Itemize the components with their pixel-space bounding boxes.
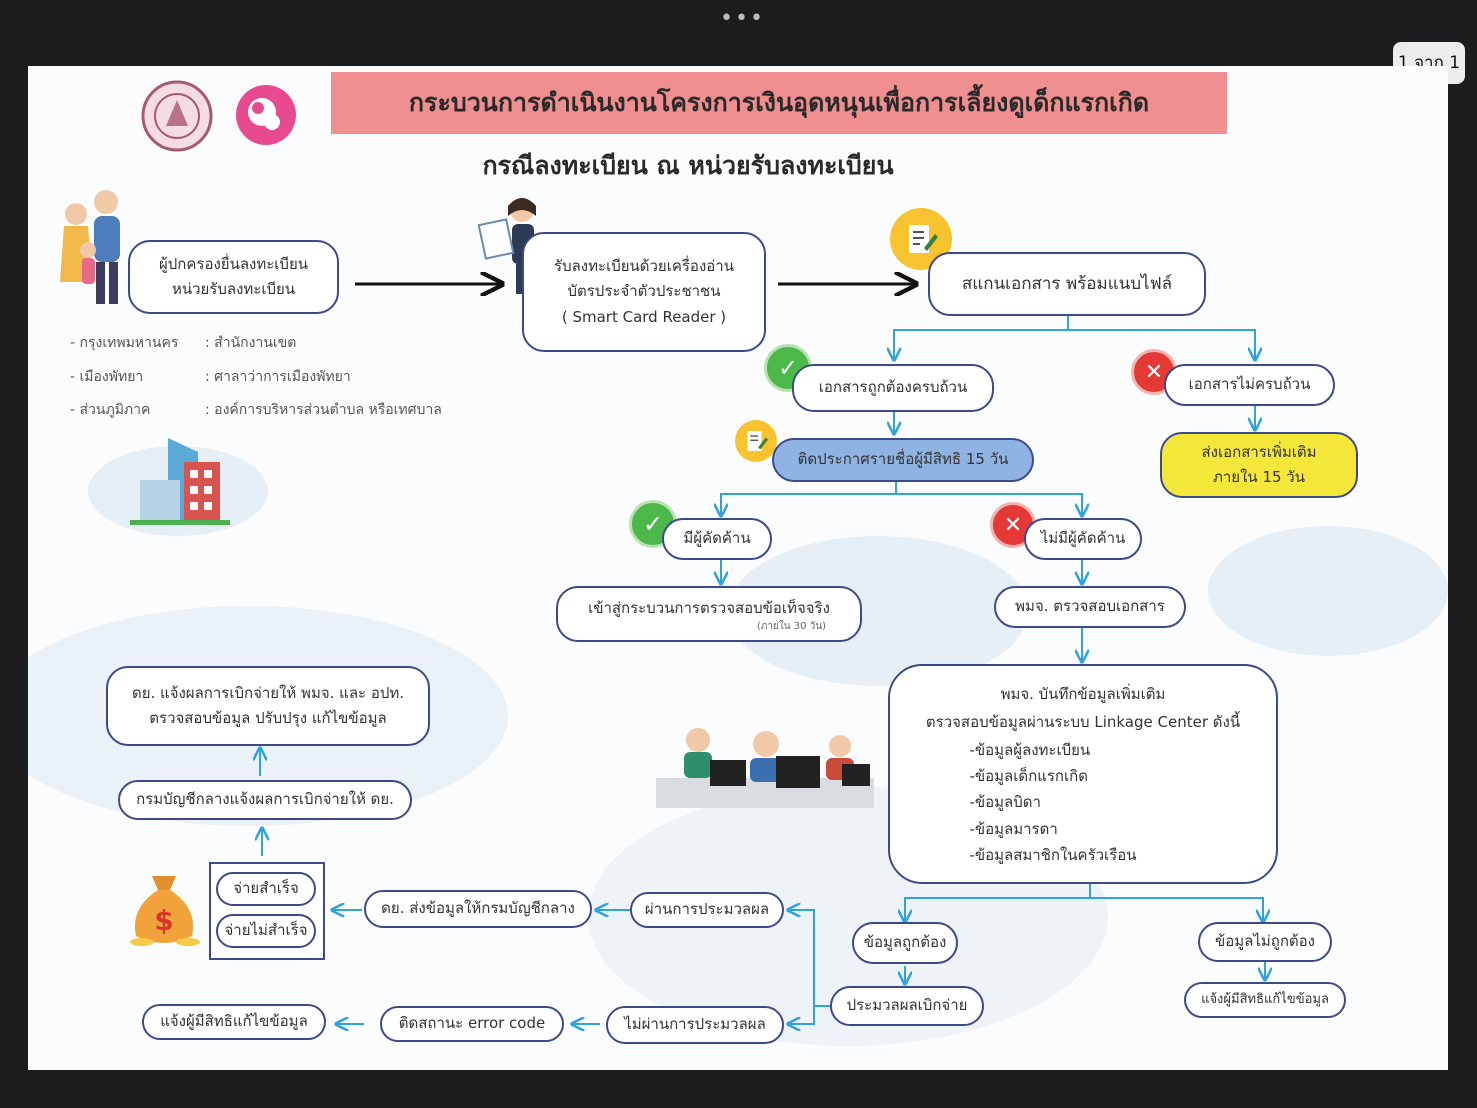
- building-icon: [130, 438, 230, 525]
- step-text: ติดประกาศรายชื่อผู้มีสิทธิ 15 วัน: [797, 450, 1009, 469]
- step-pay-success: จ่ายสำเร็จ: [216, 872, 316, 906]
- step-dy-report: ดย. แจ้งผลการเบิกจ่ายให้ พมจ. และ อปท. ต…: [106, 666, 430, 746]
- step-text: เอกสารถูกต้องครบถ้วน: [818, 378, 968, 397]
- step-text: ติดสถานะ error code: [398, 1014, 546, 1033]
- step-failed-processing: ไม่ผ่านการประมวลผล: [606, 1006, 784, 1044]
- step-text: พมจ. บันทึกข้อมูลเพิ่มเติม: [1000, 684, 1166, 703]
- cloud-decoration: [1208, 526, 1448, 656]
- mother-child-logo-icon: [236, 85, 296, 145]
- step-send-more-docs: ส่งเอกสารเพิ่มเติม ภายใน 15 วัน: [1160, 432, 1358, 498]
- step-text: เอกสารไม่ครบถ้วน: [1188, 375, 1311, 394]
- step-text: ไม่มีผู้คัดค้าน: [1040, 529, 1126, 548]
- step-text: ตรวจสอบข้อมูล ปรับปรุง แก้ไขข้อมูล: [149, 709, 387, 727]
- step-scan-docs: สแกนเอกสาร พร้อมแนบไฟล์: [928, 252, 1206, 316]
- step-text: ( Smart Card Reader ): [561, 307, 727, 326]
- step-text: แจ้งผู้มีสิทธิแก้ไขข้อมูล: [1201, 991, 1329, 1007]
- step-docs-complete: เอกสารถูกต้องครบถ้วน: [792, 364, 994, 412]
- step-text: จ่ายสำเร็จ: [233, 879, 299, 898]
- page-title: กระบวนการดำเนินงานโครงการเงินอุดหนุนเพื่…: [331, 72, 1227, 134]
- step-text: จ่ายไม่สำเร็จ: [224, 921, 308, 940]
- record-items: -ข้อมูลผู้ลงทะเบียน -ข้อมูลเด็กแรกเกิด -…: [969, 737, 1136, 868]
- agency-regional: - ส่วนภูมิภาค: [70, 402, 151, 418]
- agency-bangkok-unit: : สำนักงานเขต: [205, 335, 297, 351]
- record-item: -ข้อมูลเด็กแรกเกิด: [969, 767, 1088, 786]
- office-workers-illustration: [656, 728, 874, 808]
- step-process-payment: ประมวลผลเบิกจ่าย: [830, 986, 984, 1026]
- step-text: เข้าสู่กระบวนการตรวจสอบข้อเท็จจริง: [588, 598, 830, 617]
- step-pay-fail: จ่ายไม่สำเร็จ: [216, 914, 316, 948]
- ministry-seal-icon: [141, 80, 213, 152]
- step-notify-fix-right: แจ้งผู้มีสิทธิแก้ไขข้อมูล: [1184, 982, 1346, 1018]
- document-page: กระบวนการดำเนินงานโครงการเงินอุดหนุนเพื่…: [28, 66, 1448, 1070]
- record-item: -ข้อมูลมารดา: [969, 819, 1058, 838]
- step-text: ผ่านการประมวลผล: [644, 900, 770, 919]
- step-docs-incomplete: เอกสารไม่ครบถ้วน: [1164, 364, 1335, 406]
- step-text: สแกนเอกสาร พร้อมแนบไฟล์: [961, 273, 1173, 294]
- step-text: ผู้ปกครองยื่นลงทะเบียน: [158, 254, 308, 273]
- agency-pattaya-unit: : ศาลาว่าการเมืองพัทยา: [205, 369, 351, 385]
- step-parent-register: ผู้ปกครองยื่นลงทะเบียน หน่วยรับลงทะเบียน: [128, 240, 339, 314]
- money-bag-icon: $: [130, 876, 200, 946]
- step-notify-fix-left: แจ้งผู้มีสิทธิแก้ไขข้อมูล: [142, 1004, 326, 1040]
- step-text: บัตรประจำตัวประชาชน: [567, 282, 721, 301]
- agency-pattaya: - เมืองพัทยา: [70, 369, 144, 385]
- page-subtitle: กรณีลงทะเบียน ณ หน่วยรับลงทะเบียน: [482, 151, 894, 180]
- step-pmj-record: พมจ. บันทึกข้อมูลเพิ่มเติม ตรวจสอบข้อมูล…: [888, 664, 1278, 884]
- step-has-objection: มีผู้คัดค้าน: [662, 518, 772, 560]
- step-error-code: ติดสถานะ error code: [380, 1006, 564, 1042]
- document-pen-icon: [735, 420, 777, 462]
- menu-dots[interactable]: •••: [720, 6, 765, 31]
- flow-connectors: [28, 66, 1448, 1070]
- agency-regional-unit: : องค์การบริหารส่วนตำบล หรือเทศบาล: [205, 402, 442, 418]
- step-card-reader: รับลงทะเบียนด้วยเครื่องอ่าน บัตรประจำตัว…: [522, 232, 766, 352]
- step-fact-check: เข้าสู่กระบวนการตรวจสอบข้อเท็จจริง (ภายใ…: [556, 586, 862, 642]
- step-text: ส่งเอกสารเพิ่มเติม: [1201, 442, 1317, 461]
- family-illustration: [60, 190, 120, 304]
- step-note: (ภายใน 30 วัน): [756, 621, 826, 633]
- step-text: ภายใน 15 วัน: [1213, 468, 1305, 486]
- record-item: -ข้อมูลผู้ลงทะเบียน: [969, 740, 1091, 759]
- record-item: -ข้อมูลสมาชิกในครัวเรือน: [969, 845, 1137, 864]
- step-no-objection: ไม่มีผู้คัดค้าน: [1024, 518, 1142, 560]
- step-post-announcement: ติดประกาศรายชื่อผู้มีสิทธิ 15 วัน: [772, 438, 1034, 482]
- step-text: ดย. ส่งข้อมูลให้กรมบัญชีกลาง: [381, 899, 575, 918]
- step-text: หน่วยรับลงทะเบียน: [171, 280, 296, 298]
- step-text: ตรวจสอบข้อมูลผ่านระบบ Linkage Center ดัง…: [925, 713, 1241, 732]
- step-cgd-report: กรมบัญชีกลางแจ้งผลการเบิกจ่ายให้ ดย.: [118, 780, 412, 820]
- step-data-correct: ข้อมูลถูกต้อง: [852, 922, 958, 964]
- step-pmj-check-docs: พมจ. ตรวจสอบเอกสาร: [994, 586, 1186, 628]
- step-text: ประมวลผลเบิกจ่าย: [846, 996, 968, 1015]
- step-data-incorrect: ข้อมูลไม่ถูกต้อง: [1198, 922, 1332, 962]
- step-text: ดย. แจ้งผลการเบิกจ่ายให้ พมจ. และ อปท.: [131, 683, 405, 702]
- step-text: พมจ. ตรวจสอบเอกสาร: [1015, 597, 1165, 616]
- agency-bangkok: - กรุงเทพมหานคร: [70, 335, 179, 351]
- step-send-to-cgd: ดย. ส่งข้อมูลให้กรมบัญชีกลาง: [364, 890, 592, 928]
- record-item: -ข้อมูลบิดา: [969, 793, 1041, 812]
- step-text: มีผู้คัดค้าน: [683, 529, 751, 548]
- svg-text:$: $: [154, 904, 173, 937]
- step-passed-processing: ผ่านการประมวลผล: [630, 892, 784, 928]
- step-text: ข้อมูลถูกต้อง: [863, 933, 947, 952]
- step-text: รับลงทะเบียนด้วยเครื่องอ่าน: [554, 256, 734, 275]
- step-text: ข้อมูลไม่ถูกต้อง: [1214, 932, 1315, 951]
- step-text: ไม่ผ่านการประมวลผล: [624, 1015, 766, 1034]
- step-text: แจ้งผู้มีสิทธิแก้ไขข้อมูล: [160, 1012, 308, 1031]
- step-text: กรมบัญชีกลางแจ้งผลการเบิกจ่ายให้ ดย.: [136, 790, 394, 809]
